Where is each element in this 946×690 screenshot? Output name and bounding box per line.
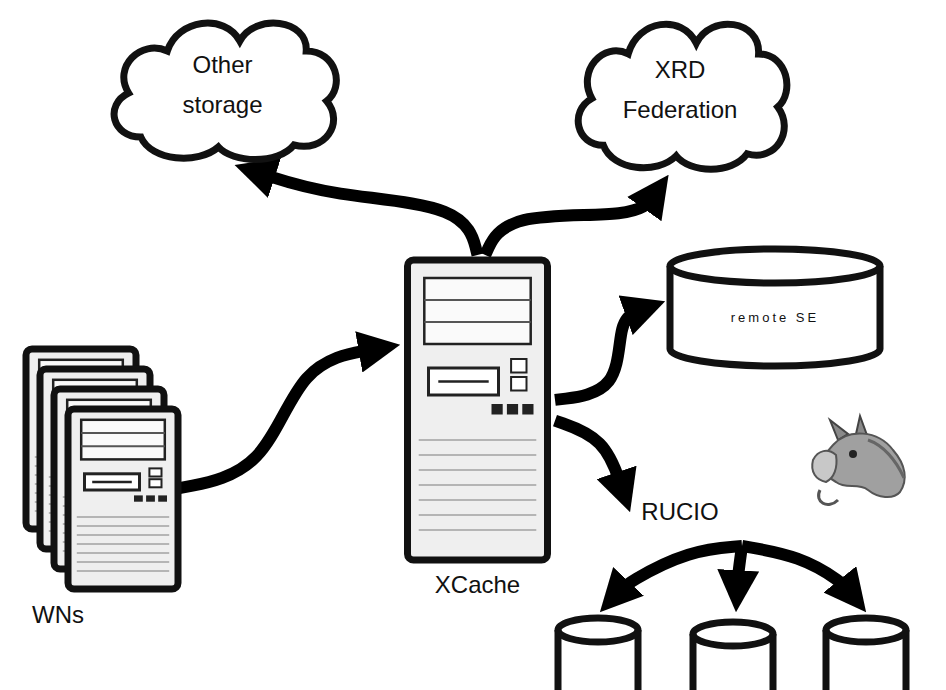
- storage-cylinders: [558, 618, 906, 690]
- disk-drive: [429, 368, 499, 395]
- fanout-arrow: [617, 546, 742, 594]
- vent-line: [77, 516, 169, 518]
- disk-slot: [438, 380, 488, 383]
- bay-line: [81, 432, 165, 434]
- tower-case: [408, 260, 548, 560]
- panel-button: [149, 468, 161, 476]
- panel-led: [522, 404, 533, 415]
- bay-line: [424, 299, 530, 301]
- bay-line: [424, 321, 530, 323]
- flow-arrow: [485, 195, 654, 255]
- rucio-logo: [812, 416, 905, 505]
- panel-button: [511, 359, 526, 373]
- service-node: RUCIO: [630, 488, 730, 536]
- node-label: XCache: [435, 571, 520, 600]
- panel-button: [149, 479, 161, 487]
- storage-cylinder-icon: [826, 618, 906, 690]
- logo-muzzle: [812, 451, 836, 482]
- fanout-arrow: [742, 546, 850, 592]
- fanout-arrow: [737, 546, 742, 587]
- flow-arrow: [555, 421, 622, 489]
- flow-arrow: [555, 310, 641, 400]
- vent-line: [419, 454, 537, 456]
- vent-line: [77, 552, 169, 554]
- node-label: WNs: [32, 601, 84, 630]
- node-label: remote SE: [731, 306, 819, 331]
- cloud-node: Other storage: [100, 5, 345, 165]
- storage-cylinder-icon: [693, 622, 773, 690]
- vent-line: [77, 534, 169, 536]
- computer-stack-icon: [26, 349, 178, 589]
- vent-line: [419, 484, 537, 486]
- cylinder-rim: [693, 634, 773, 646]
- node-label: RUCIO: [641, 498, 718, 527]
- vent-line: [419, 469, 537, 471]
- drive-bay: [424, 278, 530, 344]
- cylinder-body: [670, 249, 880, 366]
- cloud-outline: [578, 24, 787, 169]
- cylinder-rim: [826, 630, 906, 642]
- computer-node: XCache: [400, 255, 555, 600]
- panel-led: [492, 404, 503, 415]
- tower-case: [68, 409, 178, 589]
- node-outline: [18, 335, 178, 630]
- flow-arrow: [259, 173, 478, 255]
- node-label: XRD Federation: [605, 50, 755, 129]
- disk-slot: [92, 481, 132, 484]
- vent-line: [419, 439, 537, 441]
- cloud-outline: [114, 23, 336, 159]
- node-outline: [565, 5, 795, 175]
- logo-eye: [849, 450, 857, 458]
- vent-line: [77, 561, 169, 563]
- vent-line: [77, 543, 169, 545]
- drive-bay: [81, 420, 165, 460]
- bay-line: [81, 445, 165, 447]
- panel-led: [134, 495, 143, 501]
- node-outline: [400, 255, 555, 600]
- cylinder-rim: [670, 266, 880, 283]
- panel-button: [511, 377, 526, 391]
- computer-node: WNs: [18, 335, 178, 630]
- logo-rope: [819, 490, 838, 505]
- storage-cylinder-icon: [558, 618, 638, 690]
- vent-line: [419, 529, 537, 531]
- panel-led: [158, 495, 167, 501]
- cloud-node: XRD Federation: [565, 5, 795, 175]
- rucio-arrows: [617, 546, 850, 594]
- logo-mane: [868, 440, 904, 478]
- worker-node-icon: [68, 409, 178, 589]
- panel-led: [507, 404, 518, 415]
- cylinder-rim: [558, 630, 638, 642]
- vent-line: [77, 570, 169, 572]
- panel-led: [146, 495, 155, 501]
- computer-icon: [408, 260, 548, 560]
- node-label: Other storage: [158, 45, 288, 124]
- vent-line: [419, 499, 537, 501]
- vent-line: [77, 525, 169, 527]
- storage-cylinder: remote SE: [665, 245, 885, 370]
- node-outline: [665, 245, 885, 370]
- vent-line: [419, 514, 537, 516]
- node-outline: [100, 5, 345, 165]
- disk-drive: [85, 474, 140, 490]
- flow-arrow: [178, 349, 375, 488]
